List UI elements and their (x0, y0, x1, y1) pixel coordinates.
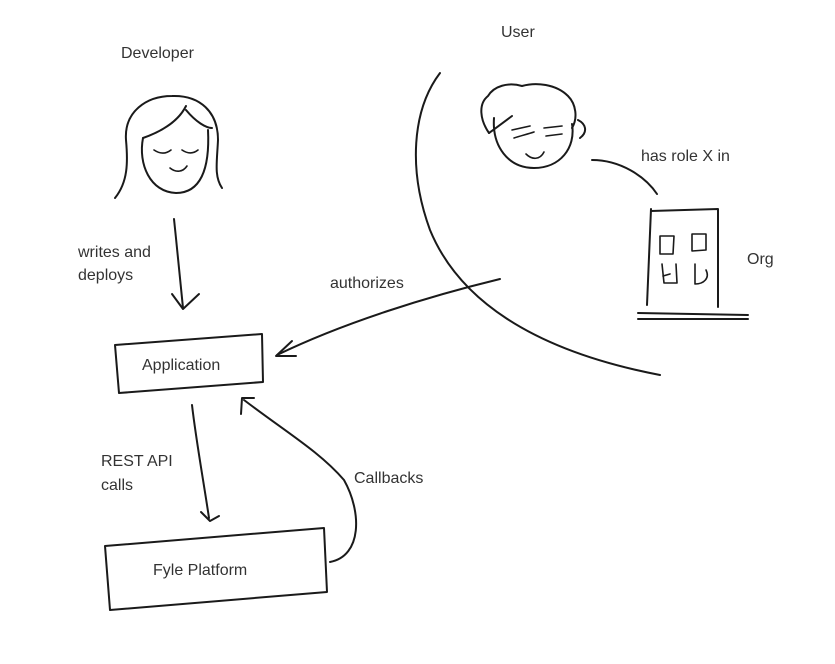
writes-deploys-arrow (171, 218, 200, 310)
writes-and-label: writes and (77, 244, 151, 261)
developer-label: Developer (121, 45, 195, 62)
callbacks-label: Callbacks (354, 470, 423, 487)
deploys-label: deploys (78, 267, 133, 284)
authorizes-arrow (275, 278, 501, 357)
org-boundary-curve (414, 72, 661, 376)
org-building-icon (637, 208, 749, 320)
rest-api-arrow (191, 404, 220, 522)
callbacks-arrow (240, 397, 358, 563)
application-label: Application (142, 357, 220, 374)
calls-label: calls (101, 477, 133, 494)
fyle-platform-label: Fyle Platform (153, 562, 247, 579)
user-icon (480, 83, 586, 169)
has-role-curve (591, 159, 658, 195)
fyle-platform-box (104, 527, 328, 611)
org-label: Org (747, 251, 774, 268)
user-label: User (501, 24, 535, 41)
authorizes-label: authorizes (330, 275, 404, 292)
application-box (114, 333, 264, 394)
rest-api-label: REST API (101, 453, 173, 470)
developer-icon (114, 94, 223, 199)
has-role-label: has role X in (641, 148, 730, 165)
